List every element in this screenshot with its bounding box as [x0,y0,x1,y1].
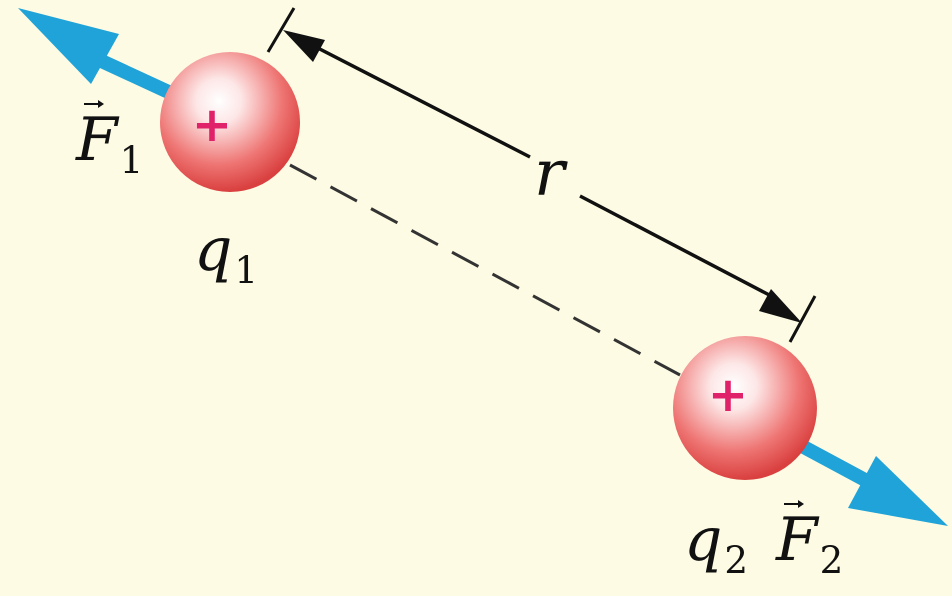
distance-label-r: r [534,137,565,211]
charge-q2-sign: + [708,367,748,423]
dimension-arrowhead-start [283,30,325,62]
force-arrow-1 [18,8,178,102]
charge-q1-sign: + [192,97,232,153]
charge-q2: + [673,336,817,480]
charge-q1: + [160,52,300,192]
distance-dimension [266,7,817,343]
charge-label-q2: q2 [684,505,749,583]
force-label-1: F1 [76,100,144,183]
force-label-2: F2 [776,500,844,583]
dimension-tick-start [266,7,296,53]
dimension-tick-end [788,295,817,343]
force-arrow-2 [796,438,948,526]
charge-label-q1: q1 [194,215,259,293]
separation-line [289,163,681,377]
dimension-arrowhead-end [759,289,802,323]
